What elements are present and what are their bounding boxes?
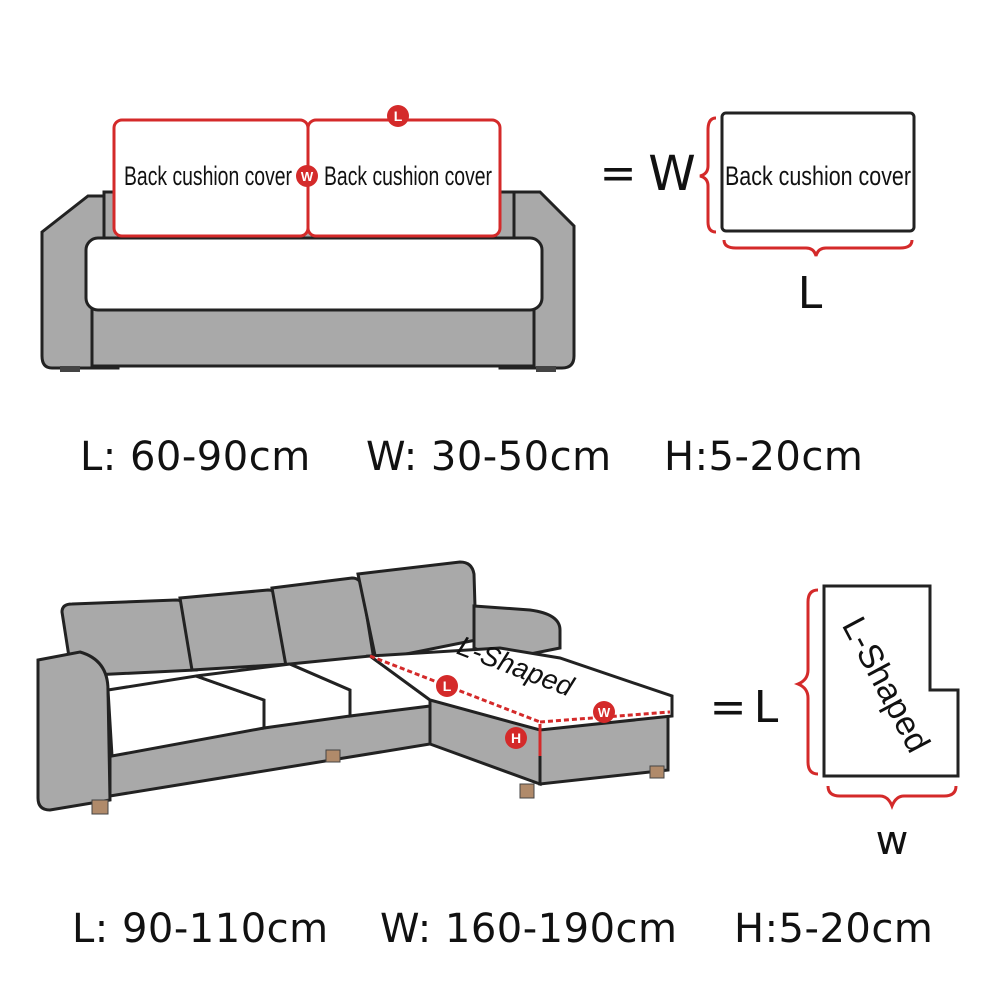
top-marker-l-badge (387, 105, 409, 127)
top-sofa-leg-left (60, 366, 80, 372)
bottom-marker-w-badge (593, 701, 615, 723)
bottom-marker-w: W (598, 705, 611, 720)
top-sofa: Back cushion cover Back cushion cover L … (40, 105, 576, 372)
bottom-spec-length: L: 90-110cm (72, 906, 329, 952)
bottom-brace-vertical (793, 588, 819, 776)
bottom-back-cushion-3 (270, 576, 376, 668)
bottom-sofa: L-Shaped L W H (36, 560, 674, 815)
top-seat-cushion (84, 236, 544, 312)
bottom-leg-2 (325, 749, 341, 763)
bottom-detail: = L L-Shaped w (710, 584, 960, 864)
top-dim-w: W (648, 146, 695, 202)
top-detail-label: Back cushion cover (725, 161, 911, 191)
bottom-leg-4 (649, 765, 665, 779)
top-sofa-leg-right (536, 366, 556, 372)
bottom-dim-l: L (754, 682, 779, 733)
bottom-leg-1 (91, 799, 109, 815)
top-marker-w: W (301, 169, 314, 184)
top-marker-w-badge (296, 165, 318, 187)
bottom-brace-horizontal (826, 785, 958, 811)
bottom-detail-lshape (822, 584, 960, 778)
bottom-marker-h-badge (505, 727, 527, 749)
bottom-spec-height: H:5-20cm (734, 906, 934, 952)
bottom-marker-l: L (443, 678, 452, 694)
bottom-left-arm (36, 650, 112, 812)
top-marker-l: L (394, 108, 403, 124)
bottom-equals: = (710, 682, 747, 733)
top-spec-width: W: 30-50cm (366, 434, 612, 480)
bottom-marker-l-badge (436, 675, 458, 697)
top-spec-length: L: 60-90cm (80, 434, 311, 480)
bottom-leg-3 (519, 783, 535, 799)
bottom-dim-w: w (876, 818, 909, 864)
bottom-spec-width: W: 160-190cm (380, 906, 678, 952)
back-cushion-label-right: Back cushion cover (324, 161, 492, 191)
bottom-marker-h: H (511, 730, 521, 746)
top-brace-horizontal (722, 239, 914, 257)
top-brace-vertical (699, 116, 717, 234)
top-detail-cushion (720, 111, 916, 233)
top-detail: = W Back cushion cover L (600, 111, 916, 319)
top-sofa-base (90, 302, 536, 368)
top-equals: = (600, 148, 637, 199)
back-cushion-label-left: Back cushion cover (124, 161, 292, 191)
top-dim-l: L (798, 268, 823, 319)
top-spec-height: H:5-20cm (664, 434, 864, 480)
